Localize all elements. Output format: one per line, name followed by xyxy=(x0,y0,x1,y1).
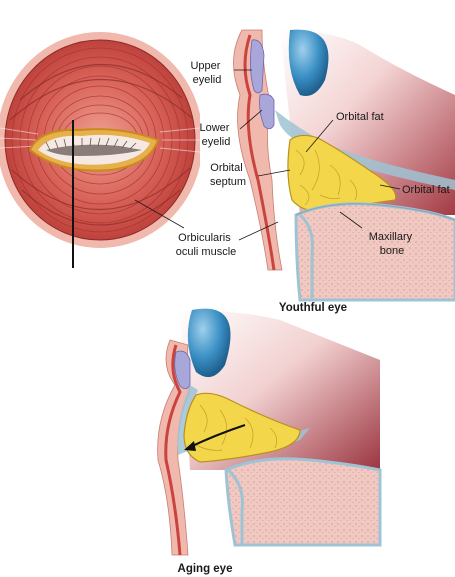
aging-eye-section xyxy=(157,308,382,556)
youthful-eye-caption: Youthful eye xyxy=(279,302,347,314)
front-view xyxy=(0,32,200,268)
maxillary-bone-label: Maxillary bone xyxy=(369,231,415,257)
lower-eyelid-label: Lower eyelid xyxy=(199,122,232,148)
orbital-septum-label: Orbital septum xyxy=(210,162,246,188)
orbital-fat xyxy=(183,392,301,463)
lower-eyelid-gland xyxy=(174,350,191,390)
orbital-septum xyxy=(275,110,455,190)
maxillary-bone xyxy=(224,457,382,547)
eyeball xyxy=(187,308,231,378)
maxillary-bone xyxy=(294,202,455,302)
upper-eyelid-label: Upper eyelid xyxy=(190,60,223,86)
eyelashes xyxy=(46,144,142,156)
orbital-fat-inner-label: Orbital fat xyxy=(336,111,384,123)
orbicularis-label: Orbicularis oculi muscle xyxy=(176,232,237,258)
aging-eye-caption: Aging eye xyxy=(178,563,233,575)
orbital-fat-outer-label: Orbital fat xyxy=(402,184,450,196)
leader-lines xyxy=(134,69,401,241)
eyeball xyxy=(288,29,329,96)
youthful-eye-section xyxy=(233,29,455,302)
lower-eyelid-gland xyxy=(259,93,275,130)
upper-eyelid-gland xyxy=(250,39,265,94)
